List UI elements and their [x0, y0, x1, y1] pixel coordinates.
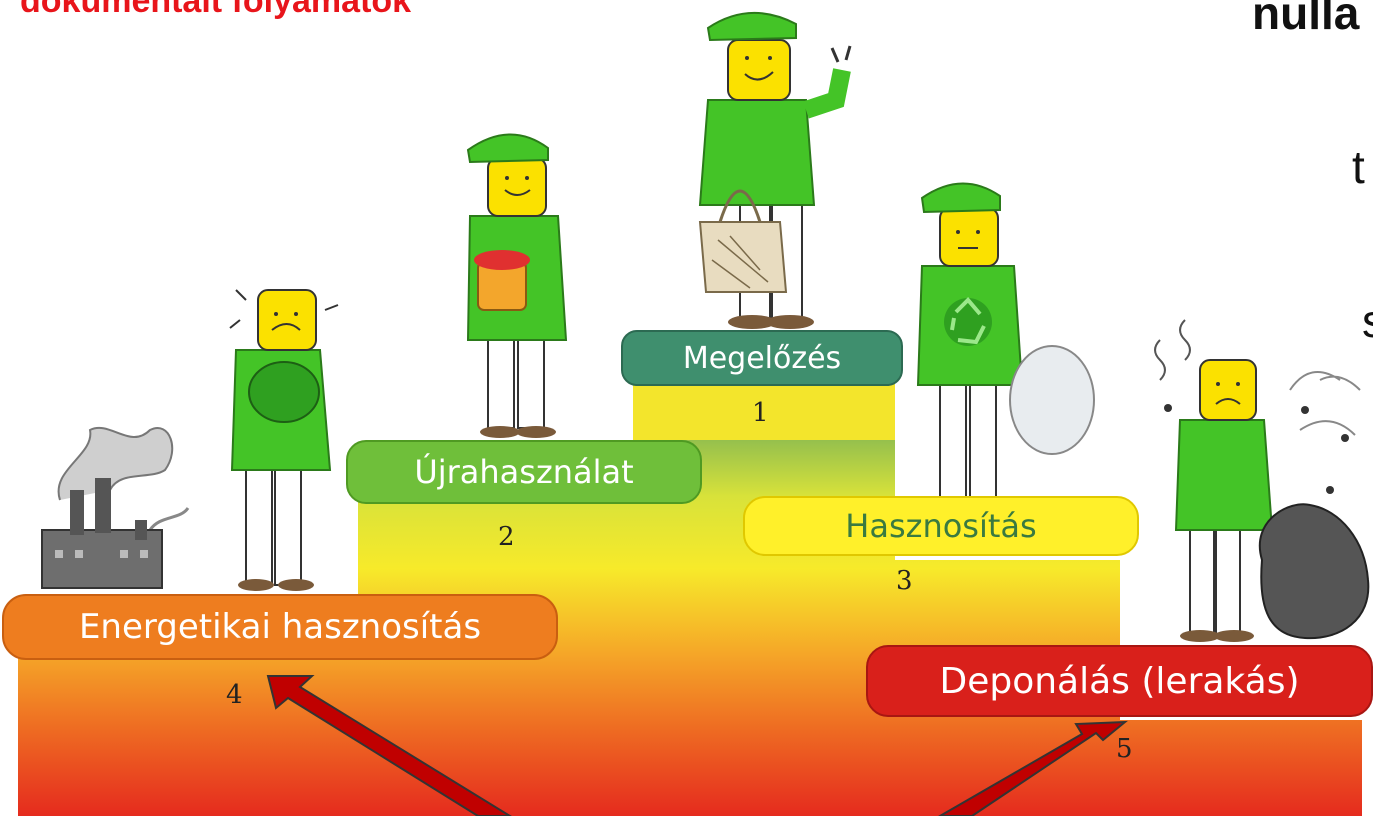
step-label-prevention: Megelőzés	[621, 330, 903, 386]
corner-text-2: t	[1352, 141, 1365, 193]
arrows	[266, 675, 1128, 816]
step-number-4: 4	[226, 680, 243, 710]
disgusted-person-icon	[1174, 359, 1370, 642]
step-label-energy: Energetikai hasznosítás	[2, 594, 558, 660]
jar-person-icon	[466, 133, 568, 438]
step-label-landfill: Deponálás (lerakás)	[866, 645, 1373, 717]
step-label-recovery: Hasznosítás	[743, 496, 1139, 556]
podium	[18, 360, 1362, 816]
step-number-3: 3	[896, 566, 913, 596]
step-label-reuse: Újrahasználat	[346, 440, 702, 504]
step-number-1: 1	[752, 398, 769, 428]
worried-person-icon	[229, 289, 339, 591]
factory-icon	[41, 427, 190, 589]
page-title: dokumentált folyamatok	[20, 0, 412, 20]
bag-person-icon	[698, 12, 852, 329]
corner-text-1: nulla	[1252, 0, 1360, 39]
step-number-5: 5	[1116, 734, 1133, 764]
recycle-person-icon	[916, 182, 1095, 508]
step-number-2: 2	[498, 522, 515, 552]
corner-text-3: s	[1362, 294, 1373, 348]
flies-icon	[1154, 319, 1361, 494]
